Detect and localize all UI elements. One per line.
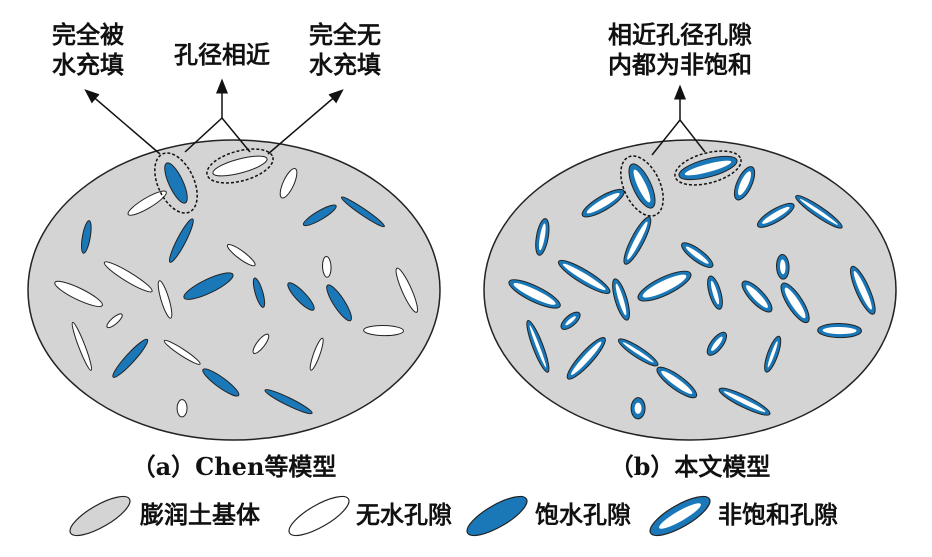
empty-pore (309, 337, 324, 371)
unsaturated-pore-core (822, 326, 857, 335)
empty-pore (322, 255, 332, 278)
unsaturated-pore-core (615, 283, 627, 316)
unsaturated-pore-core (711, 336, 723, 351)
legend-matrix: 膨润土基体 (140, 500, 260, 529)
annotations (84, 78, 742, 217)
legend-icons (69, 495, 711, 537)
saturated-pore (168, 218, 194, 263)
saturated-pore (81, 220, 92, 254)
saturated-pore (164, 162, 188, 204)
legend-empty: 无水孔隙 (356, 500, 452, 529)
unsaturated-pore-core (738, 171, 752, 196)
unsaturated-pore-core (799, 198, 838, 225)
unsaturated-pore-core (767, 341, 778, 368)
legend-unsaturated: 非饱和孔隙 (718, 500, 838, 529)
empty-pore (176, 399, 188, 418)
label-fully-empty: 完全无水充填 (309, 20, 381, 79)
empty-pore (157, 280, 173, 319)
empty-pore (279, 168, 298, 199)
caption-a: （a）Chen等模型 (131, 452, 337, 481)
empty-pore (252, 333, 270, 355)
legend-saturated: 饱水孔隙 (535, 500, 631, 529)
label-unsaturated: 相近孔径孔隙内都为非饱和 (608, 20, 752, 79)
unsaturated-pore-core (746, 285, 768, 308)
saturated-pore (112, 338, 149, 378)
unsaturated-pore-core (642, 274, 687, 298)
empty-pore (54, 280, 103, 308)
empty-pore (395, 267, 419, 313)
blue-ellipse-icon (466, 495, 528, 537)
saturated-pore (302, 204, 337, 227)
unsaturated-pore-core (853, 270, 872, 310)
empty-pore (127, 190, 167, 216)
unsaturated-pore-core (562, 263, 606, 291)
unsaturated-pore-core (685, 246, 709, 264)
empty-pore (226, 244, 256, 267)
label-fully-filled: 完全被水充填 (52, 20, 124, 79)
empty-pore (71, 321, 93, 371)
unsaturated-pore-core (571, 341, 602, 376)
dotted-highlight (620, 155, 664, 217)
unsaturated-pore-core (723, 391, 766, 413)
unsaturated-pore-core (784, 287, 806, 319)
unsaturated-pore-core (565, 316, 576, 326)
saturated-pore (264, 389, 313, 415)
unsaturated-pore-core (627, 221, 648, 260)
empty-pore (103, 261, 153, 293)
white-ellipse-icon (288, 495, 350, 537)
empty-pore (212, 155, 268, 177)
dotted-highlight (674, 150, 742, 186)
unsaturated-pore-core (762, 206, 790, 224)
empty-pore (163, 339, 201, 365)
unsaturated-pore-core (780, 259, 786, 275)
empty-pore (363, 324, 405, 337)
unsaturated-pore-core (684, 160, 732, 176)
unsaturated-pore-core (622, 342, 654, 363)
unsaturated-pore-core (586, 192, 620, 214)
unsaturated-pore-core (634, 402, 642, 414)
unsaturated-pore-core (710, 280, 720, 305)
empty-pore (106, 313, 123, 329)
unsaturated-pore-core (633, 169, 651, 203)
dotted-highlight (206, 148, 274, 184)
saturated-pore (326, 284, 352, 322)
dotted-highlight (154, 152, 198, 214)
caption-b: （b）本文模型 (609, 452, 771, 481)
saturated-pore (252, 277, 266, 308)
saturated-pore (287, 282, 315, 311)
gray-ellipse-icon (69, 495, 131, 537)
label-similar-size: 孔径相近 (174, 40, 270, 69)
saturated-pore (183, 272, 234, 300)
unsaturated-pore-core (538, 223, 546, 251)
saturated-pore (202, 368, 240, 397)
unsaturated-pore-core (529, 325, 547, 368)
unsaturated-pore-core (661, 370, 693, 395)
saturated-pore (340, 196, 385, 228)
unsaturated-pore-core (513, 283, 556, 305)
